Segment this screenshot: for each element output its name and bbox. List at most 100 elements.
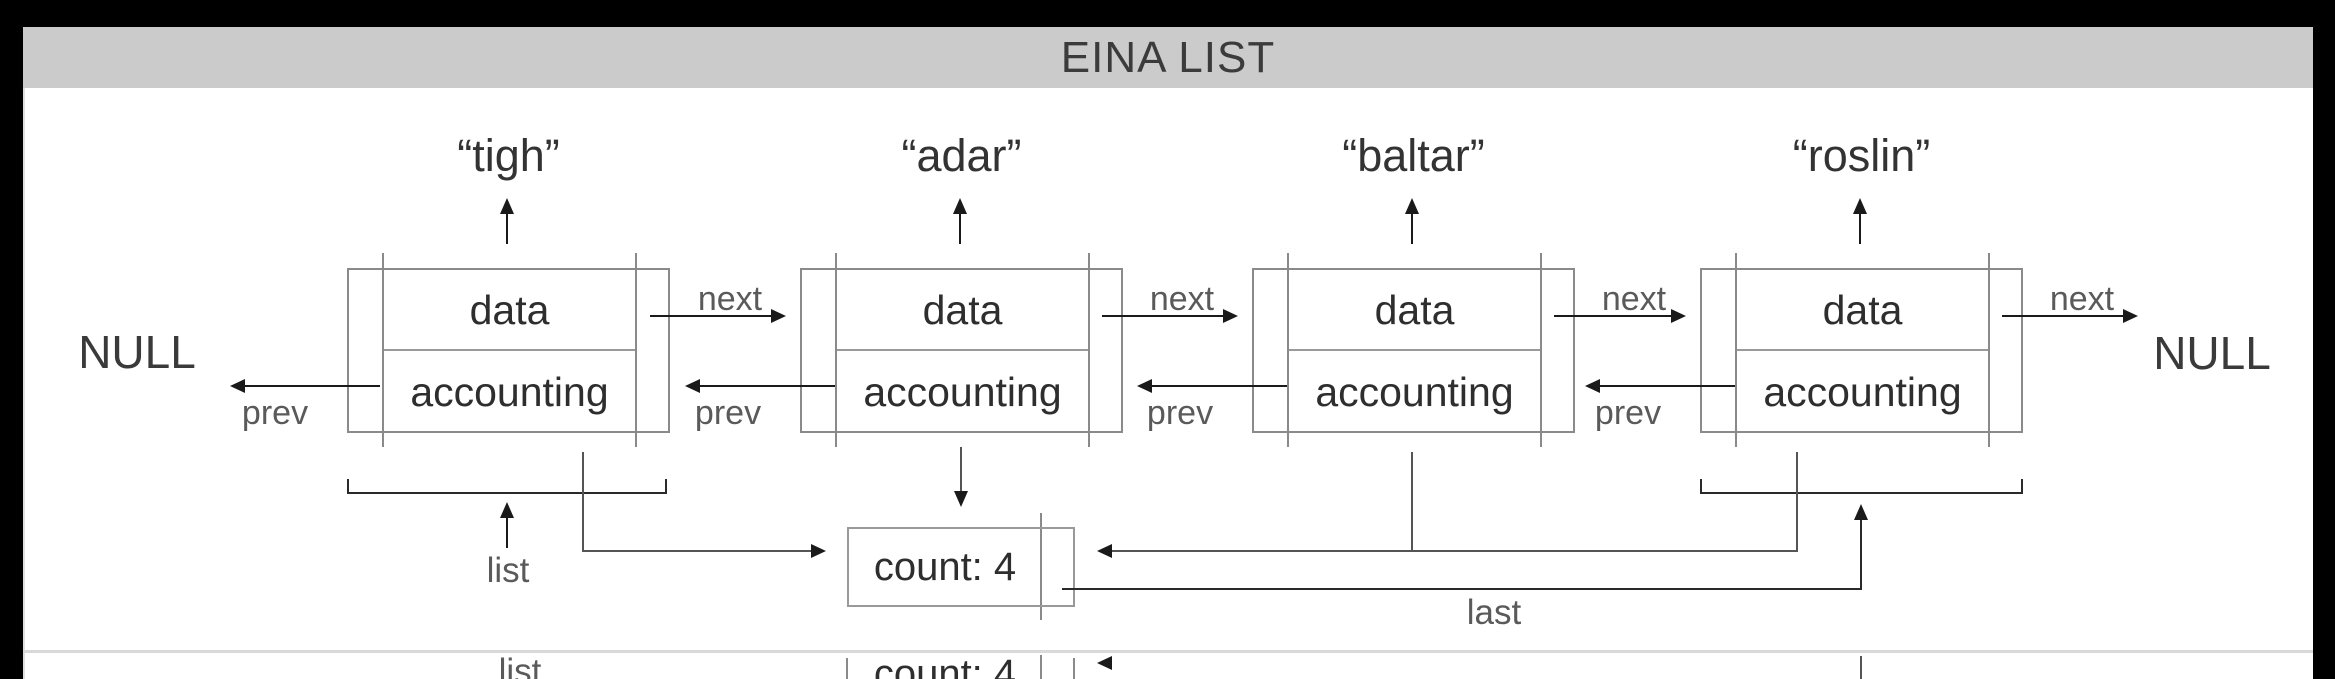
node-inner-line-left [1735, 253, 1737, 447]
count-box [847, 527, 1075, 607]
node-inner-line-right [1988, 253, 1990, 447]
node-divider [384, 349, 635, 351]
node2-count-line [960, 447, 962, 491]
prev-arrow-icon [1585, 379, 1600, 393]
list-arrow-icon [500, 502, 514, 518]
bracket-last-node [1700, 492, 2023, 494]
next-label: next [697, 280, 763, 318]
next-arrow-icon [1223, 309, 1238, 323]
figure-separator [23, 650, 2313, 653]
bracket-tick [2021, 479, 2023, 492]
prev-arrow-line [244, 385, 380, 387]
last-line [1062, 588, 1862, 590]
frame-right-bar [2313, 0, 2335, 679]
frame-left-bar [0, 0, 23, 679]
fragment-count-box-right-line [1073, 658, 1075, 679]
null-right: NULL [2153, 327, 2271, 379]
next-arrow-icon [1671, 309, 1686, 323]
node-box-tigh [347, 268, 670, 433]
up-arrow-icon [500, 198, 514, 214]
bracket-first-node [347, 492, 667, 494]
up-arrow-line [506, 212, 508, 244]
node-inner-line-right [1540, 253, 1542, 447]
next-arrow-line [1554, 315, 1672, 317]
node-accounting-cell: accounting [863, 369, 1062, 415]
node-label-baltar: “baltar” [1342, 130, 1485, 181]
next-arrow-icon [771, 309, 786, 323]
node-accounting-cell: accounting [1315, 369, 1514, 415]
node-box-roslin [1700, 268, 2023, 433]
page-title: EINA LIST [1060, 32, 1276, 82]
up-arrow-icon [1853, 198, 1867, 214]
node-inner-line-right [635, 253, 637, 447]
next-label: next [2049, 280, 2115, 318]
null-left: NULL [78, 326, 196, 378]
node-label-tigh: “tigh” [457, 130, 560, 181]
list-arrow-line [506, 516, 508, 548]
node3-count-riser [1411, 452, 1413, 552]
title-bar: EINA LIST [23, 27, 2313, 88]
node4-count-riser [1796, 452, 1798, 552]
next-label: next [1149, 280, 1215, 318]
node-inner-line-left [835, 253, 837, 447]
node-label-roslin: “roslin” [1792, 130, 1931, 181]
fragment-list-label: list [498, 652, 542, 679]
fragment-riser-line [1860, 656, 1862, 679]
bracket-tick [1700, 479, 1702, 492]
count-down-arrow-icon [954, 491, 968, 507]
frame-top-bar [0, 0, 2335, 27]
fragment-count-value: count: 4 [873, 652, 1017, 679]
last-arrow-icon [1854, 504, 1868, 520]
fragment-count-box-inner-line [1040, 655, 1042, 679]
node1-count-line [582, 550, 811, 552]
prev-arrow-icon [230, 379, 245, 393]
prev-label: prev [1594, 394, 1662, 432]
list-label: list [486, 551, 530, 590]
node-divider [1737, 349, 1988, 351]
up-arrow-line [959, 212, 961, 244]
node-data-cell: data [1822, 287, 1903, 333]
next-arrow-icon [2123, 309, 2138, 323]
count-arrow-left-icon [1097, 544, 1112, 558]
node1-count-riser [582, 452, 584, 552]
node-inner-line-right [1088, 253, 1090, 447]
node-label-adar: “adar” [901, 130, 1022, 181]
last-label: last [1466, 593, 1522, 632]
bracket-tick [665, 479, 667, 492]
node-divider [837, 349, 1088, 351]
prev-label: prev [241, 394, 309, 432]
node-inner-line-left [382, 253, 384, 447]
next-label: next [1601, 280, 1667, 318]
prev-arrow-line [699, 385, 835, 387]
next-arrow-line [2002, 315, 2124, 317]
prev-arrow-line [1599, 385, 1735, 387]
bracket-tick [347, 479, 349, 492]
node-accounting-cell: accounting [410, 369, 609, 415]
prev-arrow-icon [685, 379, 700, 393]
prev-arrow-icon [1137, 379, 1152, 393]
prev-label: prev [694, 394, 762, 432]
next-arrow-line [1102, 315, 1224, 317]
node-box-adar [800, 268, 1123, 433]
left-edge-divider [23, 88, 25, 679]
node-data-cell: data [469, 287, 550, 333]
fragment-count-box-left-line [846, 658, 848, 679]
up-arrow-line [1411, 212, 1413, 244]
prev-label: prev [1146, 394, 1214, 432]
node-box-baltar [1252, 268, 1575, 433]
node-data-cell: data [922, 287, 1003, 333]
prev-arrow-line [1151, 385, 1287, 387]
right-count-line [1111, 550, 1798, 552]
fragment-arrow-icon [1097, 656, 1112, 670]
node-accounting-cell: accounting [1763, 369, 1962, 415]
node-divider [1289, 349, 1540, 351]
up-arrow-icon [1405, 198, 1419, 214]
up-arrow-line [1859, 212, 1861, 244]
count-arrow-icon [811, 544, 826, 558]
next-arrow-line [650, 315, 772, 317]
count-value: count: 4 [873, 545, 1017, 589]
last-riser [1860, 518, 1862, 588]
node-inner-line-left [1287, 253, 1289, 447]
count-box-inner-line [1040, 513, 1042, 620]
